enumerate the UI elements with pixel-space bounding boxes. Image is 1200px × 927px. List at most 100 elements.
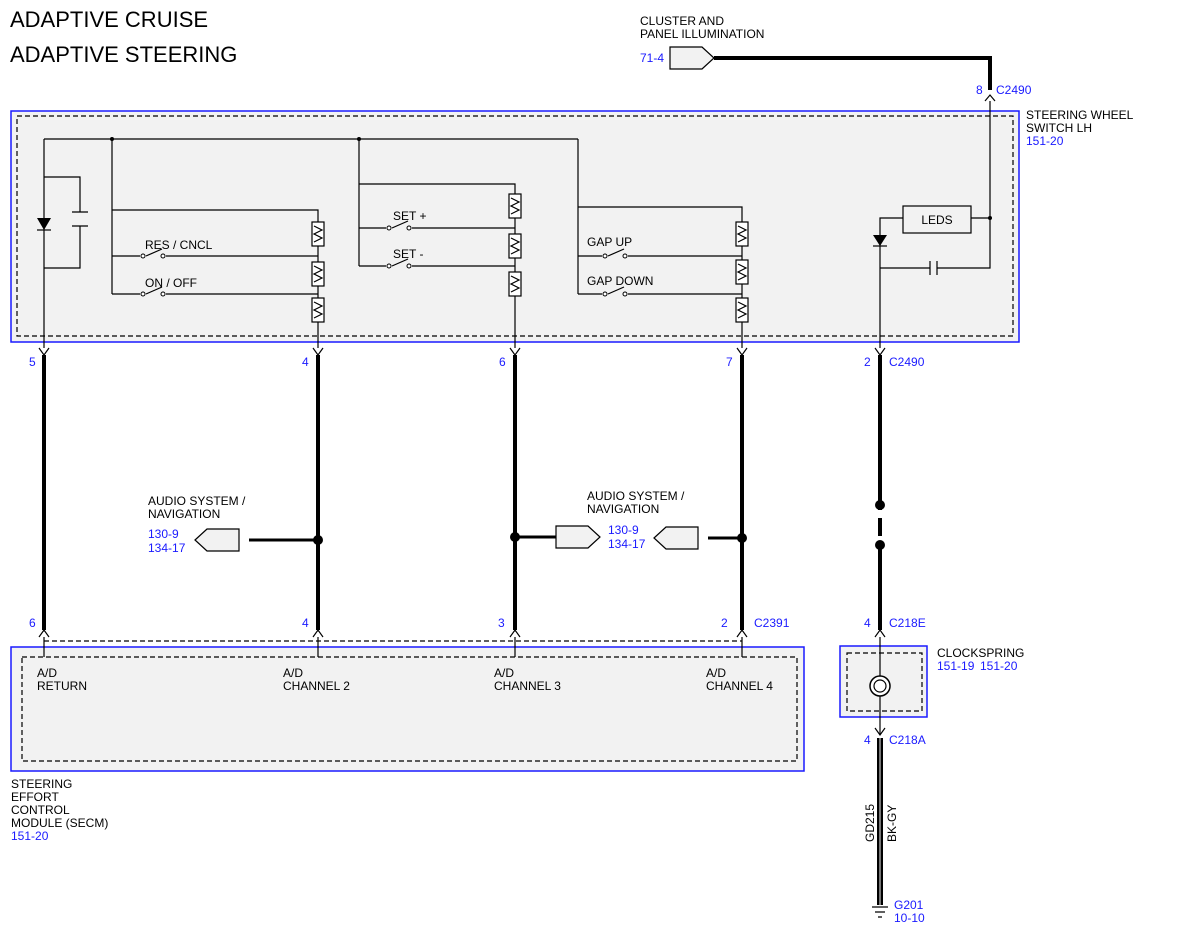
cluster-label-2: PANEL ILLUMINATION: [640, 27, 764, 41]
resistor-zigzag: [736, 263, 748, 281]
clockspring-ref-2[interactable]: 151-20: [980, 659, 1018, 673]
cap-lower-lead: [44, 226, 81, 269]
top-pin-7: 7: [726, 355, 733, 369]
bottom-connector-c2391: C2391: [754, 616, 790, 630]
audio-left-ref-1[interactable]: 130-9: [148, 527, 179, 541]
resistor-zigzag: [736, 225, 748, 243]
set-plus-label: SET +: [393, 209, 426, 223]
ground-wire-color: BK-GY: [885, 805, 899, 842]
resistor-zigzag: [312, 225, 324, 243]
switch-module-label-2: SWITCH LH: [1026, 121, 1092, 135]
switch-contact: [406, 225, 412, 231]
switch-contact: [602, 253, 608, 259]
cluster-connector: [669, 46, 715, 70]
left-diode: [37, 218, 51, 230]
res-cncl-switch: [112, 248, 318, 257]
inline-splice: [875, 540, 885, 550]
audio-left-ref-2[interactable]: 134-17: [148, 541, 186, 555]
clockspring-ref-1[interactable]: 151-19: [937, 659, 975, 673]
secm-ch4-b: CHANNEL 4: [706, 679, 773, 693]
secm-label-4: MODULE (SECM): [11, 816, 108, 830]
res-cncl-label: RES / CNCL: [145, 238, 213, 252]
led-diode: [873, 235, 887, 246]
cluster-ref[interactable]: 71-4: [640, 51, 664, 65]
secm-ch3-a: A/D: [494, 666, 514, 680]
ground-name: G201: [894, 898, 924, 912]
bottom-pin-3: 3: [498, 616, 505, 630]
resistor-zigzag: [509, 275, 521, 293]
top-pin-4: 4: [302, 355, 309, 369]
ground-ref[interactable]: 10-10: [894, 911, 925, 925]
illumination-internal: [944, 101, 991, 269]
clockspring-inner-dash: [846, 652, 923, 712]
gap-down-label: GAP DOWN: [587, 274, 653, 288]
clockspring-bottom-pin: 4: [864, 733, 871, 747]
secm-ref[interactable]: 151-20: [11, 829, 49, 843]
switch-module-ref[interactable]: 151-20: [1026, 134, 1064, 148]
audio-right-label-2: NAVIGATION: [587, 502, 659, 516]
group-a-top: [112, 209, 319, 222]
resistor-zigzag: [509, 237, 521, 255]
junction: [988, 216, 992, 220]
secm-label-1: STEERING: [11, 777, 72, 791]
switch-contact: [602, 291, 608, 297]
top-pin-6: 6: [499, 355, 506, 369]
set-minus-label: SET -: [393, 247, 423, 261]
diagram-subtitle: ADAPTIVE STEERING: [10, 42, 237, 67]
group-c-top: [578, 206, 743, 222]
splice: [313, 535, 323, 545]
cluster-label-1: CLUSTER AND: [640, 14, 724, 28]
audio-channel3-connector: [555, 525, 601, 549]
on-off-label: ON / OFF: [145, 276, 197, 290]
gap-up-label: GAP UP: [587, 235, 632, 249]
switch-contact: [140, 291, 146, 297]
cap-upper-lead: [44, 176, 81, 212]
ground-circuit: GD215: [863, 804, 877, 842]
resistor-zigzag: [312, 265, 324, 283]
secm-ch3-b: CHANNEL 3: [494, 679, 561, 693]
bottom-pin-2: 2: [721, 616, 728, 630]
audio-right-ref-2[interactable]: 134-17: [608, 537, 646, 551]
secm-box-inner-dash: [21, 656, 798, 762]
led-capacitor: [880, 261, 944, 275]
resistor-zigzag: [312, 301, 324, 319]
c2490-top-connector: C2490: [996, 83, 1032, 97]
c2490-top-pin-arrow: [984, 94, 996, 102]
switch-contact: [622, 291, 628, 297]
switch-contact: [386, 225, 392, 231]
audio-right-ref-1[interactable]: 130-9: [608, 523, 639, 537]
switch-contact: [160, 253, 166, 259]
ground-symbol: [872, 906, 888, 918]
bottom-pin-arrows: [38, 628, 748, 638]
illumination-wire: [714, 56, 992, 90]
audio-left-connector: [194, 528, 240, 552]
group-b-top: [359, 183, 516, 194]
inline-splice: [875, 500, 885, 510]
switch-contact: [160, 291, 166, 297]
set-plus-switch: [359, 220, 515, 229]
leds-return: [879, 217, 903, 348]
secm-ch4-a: A/D: [706, 666, 726, 680]
left-capacitor: [72, 211, 88, 227]
top-pin-arrows: [38, 347, 886, 357]
switch-contact: [140, 253, 146, 259]
switch-contact: [406, 263, 412, 269]
clockspring-top-connector: C218E: [889, 616, 926, 630]
bottom-pin-4: 4: [302, 616, 309, 630]
secm-ch2-b: CHANNEL 2: [283, 679, 350, 693]
diagram-title: ADAPTIVE CRUISE: [10, 7, 208, 32]
audio-channel4-connector: [653, 526, 699, 550]
c218e-pin-arrow: [874, 628, 886, 638]
bottom-pin-6: 6: [29, 616, 36, 630]
secm-label-2: EFFORT: [11, 790, 59, 804]
clockspring-top-pin: 4: [864, 616, 871, 630]
leds-label: LEDS: [921, 213, 952, 227]
secm-ch2-a: A/D: [283, 666, 303, 680]
top-pin-2: 2: [864, 355, 871, 369]
secm-ch1-b: RETURN: [37, 679, 87, 693]
resistor-zigzag: [509, 197, 521, 215]
on-off-switch: [112, 286, 318, 295]
leds-box: [902, 205, 972, 234]
c2490-top-pin: 8: [976, 83, 983, 97]
